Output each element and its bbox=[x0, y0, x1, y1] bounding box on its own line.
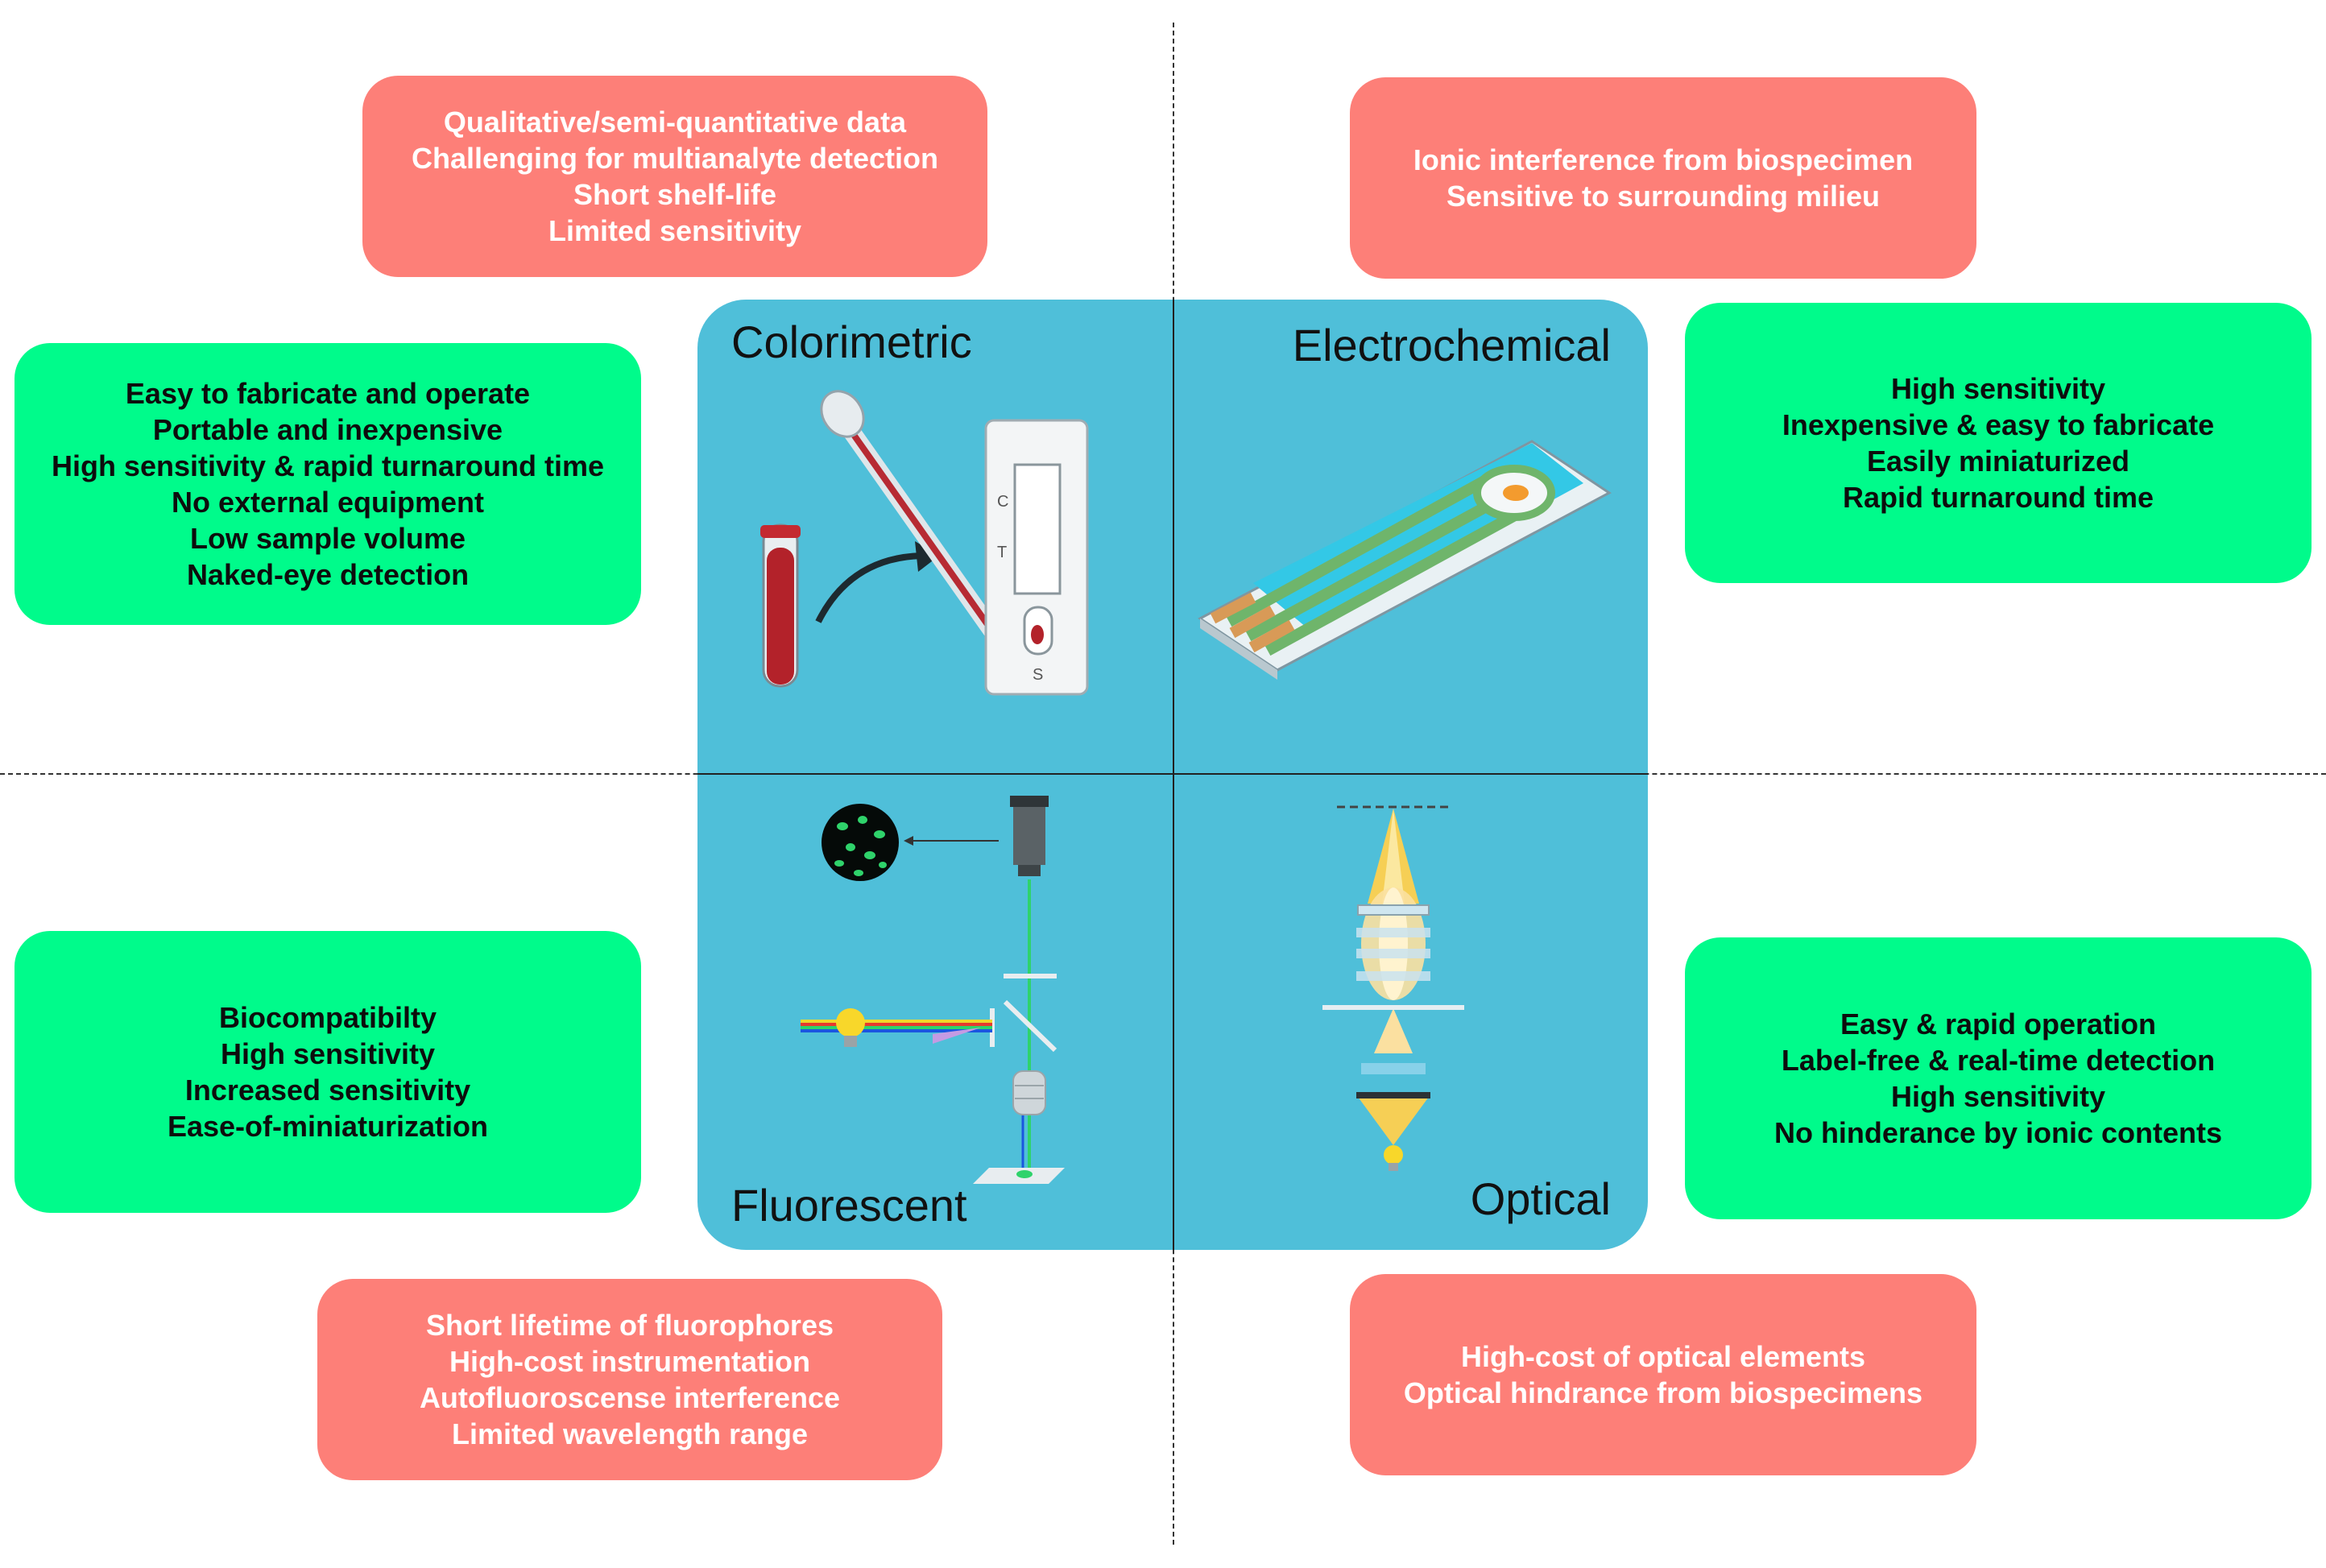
electrochemical-title: Electrochemical bbox=[1292, 320, 1611, 370]
camera-icon bbox=[1010, 796, 1049, 876]
fluorescent-con: Limited wavelength range bbox=[451, 1417, 809, 1450]
panel-divider-vertical bbox=[1173, 300, 1174, 1250]
colorimetric-pro: Portable and inexpensive bbox=[152, 413, 503, 446]
panel-divider-horizontal bbox=[697, 773, 1648, 775]
test-strip-icon: C T S bbox=[984, 419, 1089, 696]
colorimetric-illustration: C T S bbox=[760, 390, 1089, 696]
fluorescent-title: Fluorescent bbox=[731, 1180, 967, 1231]
colorimetric-pro: Naked-eye detection bbox=[186, 558, 470, 591]
transfer-arrow-icon bbox=[815, 552, 924, 623]
colorimetric-con: Limited sensitivity bbox=[548, 214, 802, 247]
fluorescent-cons-box: Short lifetime of fluorophores High-cost… bbox=[317, 1279, 942, 1480]
electrode-strip-icon bbox=[1198, 440, 1612, 680]
colorimetric-con: Qualitative/semi-quantitative data bbox=[443, 105, 907, 139]
colorimetric-cons-box: Qualitative/semi-quantitative data Chall… bbox=[362, 76, 987, 277]
colorimetric-pro: Low sample volume bbox=[189, 522, 466, 555]
fluorescent-con: High-cost instrumentation bbox=[449, 1345, 810, 1378]
strip-label-s: S bbox=[1033, 666, 1043, 684]
colorimetric-pro: Easy to fabricate and operate bbox=[125, 377, 531, 410]
fluorescent-pro: Increased sensitivity bbox=[184, 1074, 471, 1107]
strip-label-c: C bbox=[997, 493, 1008, 511]
fluorescent-illustration bbox=[801, 796, 1065, 1184]
colorimetric-con: Challenging for multianalyte detection bbox=[411, 142, 939, 175]
optical-con: High-cost of optical elements bbox=[1460, 1340, 1866, 1373]
fluorescent-pro: High sensitivity bbox=[220, 1037, 436, 1070]
electrochemical-pro: High sensitivity bbox=[1890, 372, 2106, 405]
colorimetric-con: Short shelf-life bbox=[573, 178, 777, 211]
light-bulb-icon bbox=[836, 1008, 865, 1047]
colorimetric-title: Colorimetric bbox=[731, 316, 972, 367]
colorimetric-pros-box: Easy to fabricate and operate Portable a… bbox=[14, 343, 641, 625]
optical-cons-box: High-cost of optical elements Optical hi… bbox=[1350, 1274, 1976, 1475]
excitation-beam bbox=[801, 1020, 992, 1044]
fluorescent-con: Short lifetime of fluorophores bbox=[425, 1309, 834, 1342]
electrochemical-con: Ionic interference from biospecimen bbox=[1413, 143, 1914, 176]
electrochemical-con: Sensitive to surrounding milieu bbox=[1446, 180, 1881, 213]
fluorescent-pro: Ease-of-miniaturization bbox=[167, 1110, 489, 1143]
electrochemical-cons-box: Ionic interference from biospecimen Sens… bbox=[1350, 77, 1976, 279]
optical-con: Optical hindrance from biospecimens bbox=[1403, 1376, 1923, 1409]
dichroic-mirror-icon bbox=[1003, 999, 1057, 1053]
objective-lens-icon bbox=[1012, 1070, 1046, 1115]
electrochemical-illustration bbox=[1198, 440, 1612, 680]
electrochemical-pro: Inexpensive & easy to fabricate bbox=[1782, 408, 2215, 441]
optical-title: Optical bbox=[1470, 1173, 1611, 1224]
blood-tube-icon bbox=[760, 523, 801, 688]
optical-pro: Easy & rapid operation bbox=[1840, 1007, 2157, 1041]
colorimetric-pro: No external equipment bbox=[171, 486, 485, 519]
optical-illustration bbox=[1322, 805, 1464, 1171]
lens-stack-icon bbox=[1322, 904, 1464, 1098]
cell-image-icon bbox=[822, 804, 899, 881]
optical-pro: Label-free & real-time detection bbox=[1781, 1044, 2216, 1077]
colorimetric-pro: High sensitivity & rapid turnaround time bbox=[51, 449, 605, 482]
electrochemical-pro: Rapid turnaround time bbox=[1843, 481, 2154, 514]
electrochemical-pros-box: High sensitivity Inexpensive & easy to f… bbox=[1685, 303, 2312, 583]
fluorescent-pros-box: Biocompatibilty High sensitivity Increas… bbox=[14, 931, 641, 1213]
fluorescent-con: Autofluoroscense interference bbox=[419, 1381, 841, 1414]
bulb-icon bbox=[1384, 1145, 1403, 1171]
fluorescent-pro: Biocompatibilty bbox=[218, 1001, 437, 1034]
optical-pro: High sensitivity bbox=[1890, 1080, 2106, 1113]
center-panel: Colorimetric Electrochemical Fluorescent… bbox=[697, 300, 1648, 1250]
optical-pros-box: Easy & rapid operation Label-free & real… bbox=[1685, 937, 2312, 1219]
electrochemical-pro: Easily miniaturized bbox=[1866, 445, 2130, 478]
optical-pro: No hinderance by ionic contents bbox=[1773, 1116, 2223, 1149]
strip-label-t: T bbox=[997, 544, 1007, 561]
